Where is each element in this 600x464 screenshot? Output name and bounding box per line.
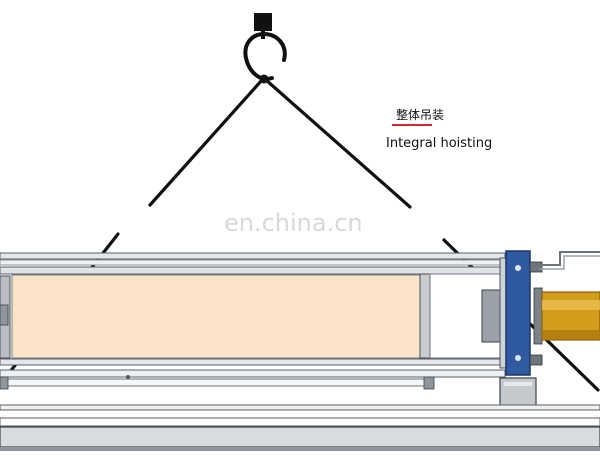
watermark: en.china.cn	[224, 209, 363, 237]
label-chinese: 整体吊装	[396, 107, 444, 122]
panel	[11, 274, 421, 359]
end-frame	[499, 250, 600, 409]
crane-hook-icon	[243, 13, 287, 84]
base-platform	[0, 404, 600, 451]
frame-assembly	[0, 252, 506, 390]
label-english: Integral hoisting	[386, 136, 492, 151]
